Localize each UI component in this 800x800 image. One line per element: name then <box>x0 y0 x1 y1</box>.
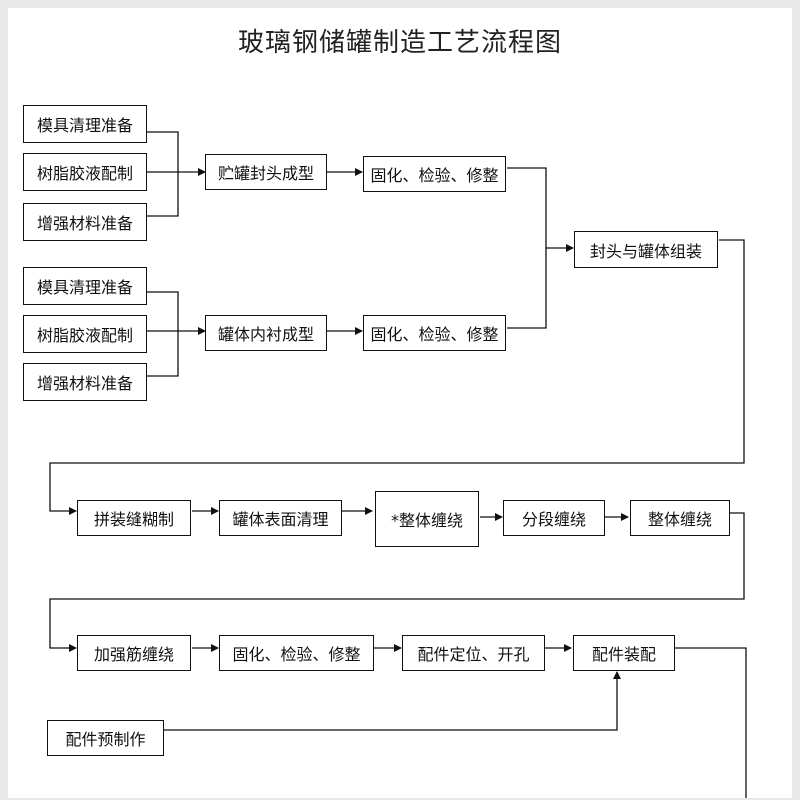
node-reinforcement-prep-1: 增强材料准备 <box>23 203 147 241</box>
node-seam-pasting: 拼装缝糊制 <box>77 500 191 536</box>
node-fitting-prefab: 配件预制作 <box>47 720 164 756</box>
node-cure-inspect-3: 固化、检验、修整 <box>219 635 374 671</box>
diagram-title: 玻璃钢储罐制造工艺流程图 <box>237 28 562 58</box>
node-head-forming: 贮罐封头成型 <box>205 154 327 190</box>
node-reinforcement-prep-2: 增强材料准备 <box>23 363 147 401</box>
node-liner-forming: 罐体内衬成型 <box>205 315 327 351</box>
node-assembly: 封头与罐体组装 <box>574 231 718 268</box>
node-cure-inspect-1: 固化、检验、修整 <box>363 156 506 192</box>
connectors <box>49 131 747 798</box>
node-overall-winding: 整体缠绕 <box>630 500 730 536</box>
node-resin-prep-2: 树脂胶液配制 <box>23 315 147 353</box>
node-mold-cleaning-2: 模具清理准备 <box>23 267 147 305</box>
node-mold-cleaning-1: 模具清理准备 <box>23 105 147 143</box>
node-segment-winding: 分段缠绕 <box>503 500 605 536</box>
node-fitting-positioning: 配件定位、开孔 <box>402 635 545 671</box>
diagram-page: 玻璃钢储罐制造工艺流程图 <box>8 8 792 798</box>
node-fitting-assembly: 配件装配 <box>573 635 675 671</box>
node-cure-inspect-2: 固化、检验、修整 <box>363 315 506 351</box>
node-rib-winding: 加强筋缠绕 <box>77 635 191 671</box>
node-resin-prep-1: 树脂胶液配制 <box>23 153 147 191</box>
node-overall-winding-star: *整体缠绕 <box>375 491 479 547</box>
node-surface-cleaning: 罐体表面清理 <box>219 500 342 536</box>
